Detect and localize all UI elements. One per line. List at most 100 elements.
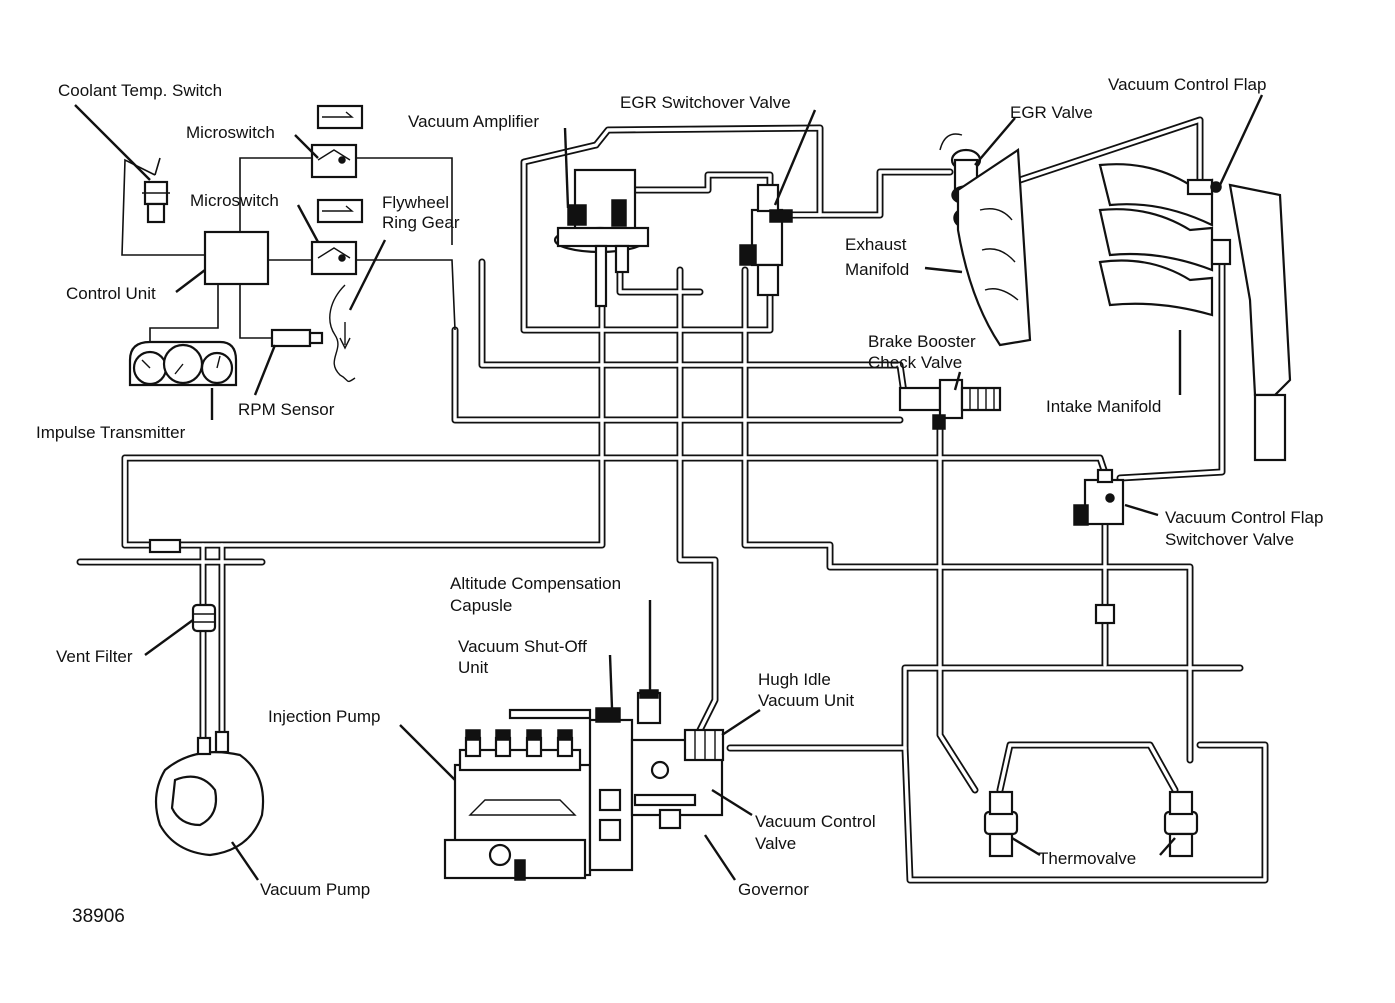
hugh-idle-vacuum-unit (683, 728, 725, 762)
hose-thermovalve-top-core (998, 743, 1177, 792)
label-vacuum-control-flap: Vacuum Control Flap (1108, 75, 1266, 94)
leader-exhaust (924, 266, 963, 274)
label-exhaust: Exhaust (845, 235, 907, 254)
label-governor: Governor (738, 880, 809, 899)
hose-egr-to-flap-core (973, 118, 1202, 197)
leader-control-unit (175, 269, 206, 293)
inline-connector (1094, 603, 1116, 625)
hose-thermovalve-return-core (903, 743, 1267, 882)
leader-vent (144, 619, 194, 656)
label-shutoff-unit: Unit (458, 658, 489, 677)
label-capusle: Capusle (450, 596, 512, 615)
label-ring-gear: Ring Gear (382, 213, 460, 232)
hose-egr-valve (786, 168, 954, 219)
label-control-unit: Control Unit (66, 284, 156, 303)
label-flywheel: Flywheel (382, 193, 449, 212)
hose-brake-check-line-core (453, 328, 902, 422)
leader-lines (74, 94, 1264, 881)
leader-egr-valve (974, 117, 1016, 166)
labels: Coolant Temp. Switch Microswitch Microsw… (36, 75, 1323, 927)
hose-egr-valve-core (788, 170, 952, 217)
vacuum-hoses (76, 116, 1269, 884)
hose-thermovalve-top (996, 741, 1179, 794)
leader-brake-booster (953, 371, 962, 391)
leader-governor (704, 834, 736, 881)
label-valve: Valve (755, 834, 796, 853)
label-vacuum-control-valve: Vacuum Control (755, 812, 876, 831)
hose-mid-link-core (480, 260, 907, 402)
label-check-valve: Check Valve (868, 353, 962, 372)
label-microswitch-upper: Microswitch (186, 123, 275, 142)
hose-brake-booster (936, 416, 979, 794)
leader-vacuum-control-flap (1218, 94, 1264, 186)
hose-brake-booster-core (938, 418, 977, 792)
label-microswitch-lower: Microswitch (190, 191, 279, 210)
thermovalve-right (1163, 790, 1199, 858)
leader-vacuum-control-valve (711, 788, 753, 817)
coolant-temp-switch (142, 180, 170, 224)
exhaust-manifold (956, 148, 1032, 347)
leader-switchover (1124, 503, 1159, 517)
brake-booster-check-valve (898, 378, 1002, 430)
microswitch-lower (310, 198, 364, 276)
hose-altitude-core (678, 268, 717, 732)
leader-hugh-idle (721, 708, 761, 737)
wire-coolant-top (154, 157, 161, 176)
wire-control-to-rpm (239, 282, 272, 339)
label-intake-manifold: Intake Manifold (1046, 397, 1161, 416)
hose-amplifier-lower-core (618, 263, 702, 294)
wire-control-to-gauges (149, 282, 219, 345)
label-vent-filter: Vent Filter (56, 647, 133, 666)
leader-vacuum-amplifier (563, 127, 570, 209)
hose-lower-horizontal-core (743, 268, 1192, 762)
leader-egr-switchover (773, 109, 817, 206)
microswitch-upper (310, 104, 364, 179)
hose-main-left-loop (121, 454, 1110, 549)
label-injection-pump: Injection Pump (268, 707, 380, 726)
label-rpm-sensor: RPM Sensor (238, 400, 335, 419)
wire-micro1-right (355, 157, 453, 245)
label-hugh-idle: Hugh Idle (758, 670, 831, 689)
label-vacuum-shutoff: Vacuum Shut-Off (458, 637, 587, 656)
hose-main-left-loop-core (123, 456, 1108, 547)
intake-manifold (1098, 163, 1292, 462)
instrument-cluster (128, 340, 238, 387)
leader-microswitch-upper (294, 134, 319, 159)
figure-number: 38906 (72, 906, 125, 927)
wire-micro2-right (355, 259, 456, 331)
leader-thermovalve-right (1159, 837, 1176, 856)
label-egr-switchover-valve: EGR Switchover Valve (620, 93, 791, 112)
wire-control-to-micro1 (239, 157, 312, 235)
label-altitude-compensation: Altitude Compensation (450, 574, 621, 593)
hose-bottom-left-loop (121, 266, 606, 549)
leader-microswitch-lower (296, 204, 320, 243)
vacuum-shutoff-unit (508, 707, 621, 723)
label-vacuum-pump: Vacuum Pump (260, 880, 370, 899)
rpm-sensor (270, 328, 324, 348)
leader-injection (399, 724, 456, 781)
leader-shutoff (608, 654, 614, 709)
vacuum-pump (154, 730, 265, 857)
leader-vacuum-pump (231, 841, 259, 881)
flywheel-arrow (339, 322, 351, 350)
label-switchover-valve: Switchover Valve (1165, 530, 1294, 549)
leader-thermovalve-left (1011, 836, 1041, 857)
inline-tee-left (148, 538, 182, 554)
label-thermovalve: Thermovalve (1038, 849, 1136, 868)
hose-amplifier-right-core (626, 173, 772, 217)
label-manifold: Manifold (845, 260, 909, 279)
hose-altitude (676, 266, 719, 734)
label-coolant-temp-switch: Coolant Temp. Switch (58, 81, 222, 100)
electrical-wires (121, 157, 456, 345)
injection-pump (443, 718, 724, 881)
flywheel-ring-gear (329, 284, 356, 383)
hose-amplifier-loop-core (522, 143, 772, 332)
altitude-compensation-capsule (636, 689, 662, 725)
vacuum-amplifier (553, 168, 650, 308)
label-vacuum-amplifier: Vacuum Amplifier (408, 112, 539, 131)
hose-amplifier-right (624, 171, 774, 219)
hose-bottom-left-loop-core (123, 268, 604, 547)
vacuum-control-flap-switchover-valve (1073, 468, 1125, 526)
vacuum-control-flap (1186, 178, 1222, 196)
